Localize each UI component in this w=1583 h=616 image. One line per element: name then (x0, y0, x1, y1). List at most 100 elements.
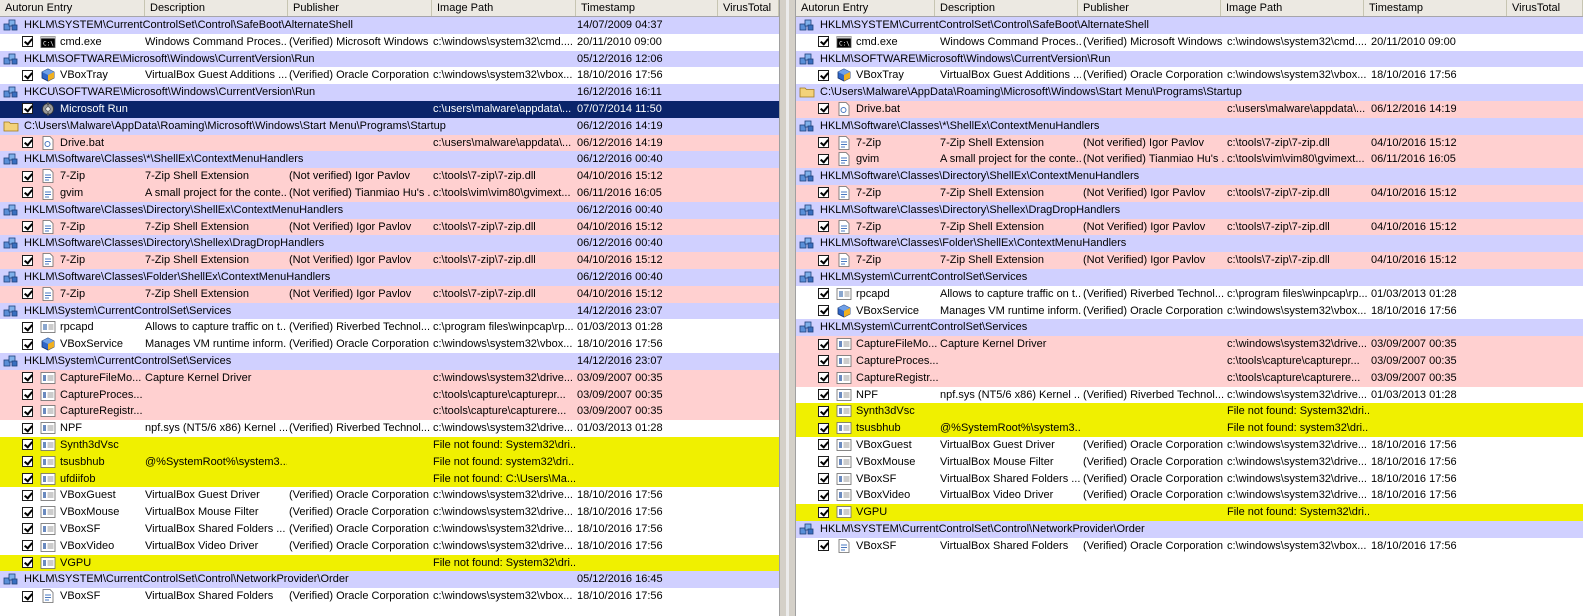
location-row[interactable]: HKLM\Software\Classes\Directory\ShellEx\… (796, 168, 1583, 185)
enable-checkbox[interactable] (818, 305, 829, 317)
enable-checkbox[interactable] (22, 422, 33, 434)
enable-checkbox[interactable] (22, 506, 33, 518)
enable-checkbox[interactable] (818, 153, 829, 165)
column-virustotal[interactable]: VirusTotal (718, 0, 779, 16)
location-row[interactable]: HKLM\Software\Classes\Directory\ShellEx\… (0, 201, 779, 219)
column-autorun-entry[interactable]: Autorun Entry (0, 0, 145, 16)
enable-checkbox[interactable] (818, 36, 829, 48)
enable-checkbox[interactable] (22, 36, 33, 48)
enable-checkbox[interactable] (22, 405, 33, 417)
location-row[interactable]: HKLM\SOFTWARE\Microsoft\Windows\CurrentV… (0, 50, 779, 68)
enable-checkbox[interactable] (22, 489, 33, 501)
autorun-row[interactable]: CaptureRegistr...c:\tools\capture\captur… (0, 403, 779, 421)
enable-checkbox[interactable] (818, 137, 829, 149)
enable-checkbox[interactable] (818, 221, 829, 233)
enable-checkbox[interactable] (22, 540, 33, 552)
enable-checkbox[interactable] (22, 372, 33, 384)
enable-checkbox[interactable] (818, 254, 829, 266)
enable-checkbox[interactable] (818, 338, 829, 350)
column-publisher[interactable]: Publisher (1078, 0, 1221, 16)
location-row[interactable]: HKCU\SOFTWARE\Microsoft\Windows\CurrentV… (0, 84, 779, 101)
enable-checkbox[interactable] (818, 489, 829, 501)
location-row[interactable]: HKLM\Software\Classes\*\ShellEx\ContextM… (0, 151, 779, 169)
enable-checkbox[interactable] (22, 523, 33, 535)
column-description[interactable]: Description (935, 0, 1078, 16)
enable-checkbox[interactable] (818, 456, 829, 468)
column-timestamp[interactable]: Timestamp (1364, 0, 1507, 16)
column-autorun-entry[interactable]: Autorun Entry (796, 0, 935, 16)
enable-checkbox[interactable] (22, 187, 33, 199)
autorun-row[interactable]: tsusbhub@%SystemRoot%\system3...File not… (796, 420, 1583, 437)
enable-checkbox[interactable] (22, 338, 33, 350)
location-row[interactable]: HKLM\SYSTEM\CurrentControlSet\Control\Ne… (0, 571, 779, 589)
enable-checkbox[interactable] (818, 405, 829, 417)
enable-checkbox[interactable] (818, 288, 829, 300)
enable-checkbox[interactable] (22, 473, 33, 485)
enable-checkbox[interactable] (818, 372, 829, 384)
location-row[interactable]: HKLM\SYSTEM\CurrentControlSet\Control\Sa… (796, 17, 1583, 34)
autorun-row[interactable]: CaptureRegistr...c:\tools\capture\captur… (796, 369, 1583, 387)
enable-checkbox[interactable] (22, 103, 33, 115)
column-image-path[interactable]: Image Path (432, 0, 576, 16)
enable-checkbox[interactable] (22, 288, 33, 300)
column-image-path[interactable]: Image Path (1221, 0, 1364, 16)
enable-checkbox[interactable] (22, 254, 33, 266)
location-row[interactable]: HKLM\Software\Classes\Directory\Shellex\… (0, 235, 779, 253)
column-description[interactable]: Description (145, 0, 288, 16)
location-row[interactable]: C:\Users\Malware\AppData\Roaming\Microso… (0, 117, 779, 135)
enable-checkbox[interactable] (22, 590, 33, 602)
enable-checkbox[interactable] (818, 355, 829, 367)
enable-checkbox[interactable] (22, 439, 33, 451)
location-row[interactable]: HKLM\Software\Classes\Folder\ShellEx\Con… (796, 235, 1583, 253)
autorun-row[interactable]: CaptureProces...c:\tools\capture\capture… (0, 386, 779, 404)
location-row[interactable]: HKLM\Software\Classes\Directory\Shellex\… (796, 201, 1583, 219)
enable-checkbox[interactable] (818, 422, 829, 434)
enable-checkbox[interactable] (22, 557, 33, 568)
enable-checkbox[interactable] (22, 321, 33, 333)
location-row[interactable]: HKLM\SYSTEM\CurrentControlSet\Control\Ne… (796, 520, 1583, 538)
enable-checkbox[interactable] (818, 187, 829, 199)
column-timestamp[interactable]: Timestamp (576, 0, 718, 16)
autorun-row[interactable]: CaptureProces...c:\tools\capture\capture… (796, 352, 1583, 370)
location-row[interactable]: HKLM\System\CurrentControlSet\Services (796, 268, 1583, 286)
location-row[interactable]: HKLM\Software\Classes\*\ShellEx\ContextM… (796, 117, 1583, 135)
column-virustotal[interactable]: VirusTotal (1507, 0, 1583, 16)
location-row[interactable]: HKLM\SOFTWARE\Microsoft\Windows\CurrentV… (796, 50, 1583, 68)
location-row[interactable]: HKLM\SYSTEM\CurrentControlSet\Control\Sa… (0, 17, 779, 34)
enable-checkbox[interactable] (818, 103, 829, 115)
enable-checkbox[interactable] (818, 389, 829, 401)
location-row[interactable]: HKLM\Software\Classes\Folder\ShellEx\Con… (0, 268, 779, 286)
